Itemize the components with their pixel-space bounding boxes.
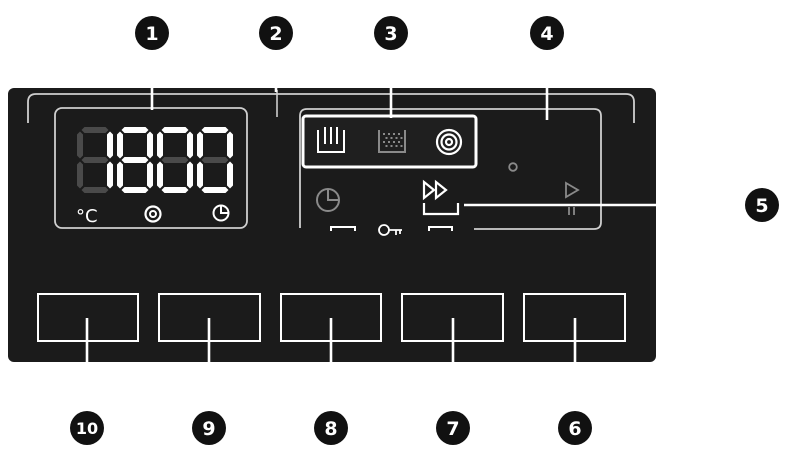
digit-segment — [161, 127, 189, 133]
digit-segment — [117, 131, 123, 159]
panel-top-outline — [27, 93, 635, 123]
child-lock-bracket-left — [330, 226, 356, 231]
digit-segment — [121, 157, 149, 163]
digit-segment — [117, 161, 123, 189]
digit-segment — [107, 161, 113, 189]
callout-label-9: 9 — [202, 418, 215, 440]
digit-segment — [157, 161, 163, 189]
callout-label-10: 10 — [76, 419, 98, 438]
callout-badge-6: 6 — [558, 411, 592, 445]
display-digit — [77, 127, 113, 193]
callout-label-2: 2 — [269, 23, 282, 45]
digit-segment — [147, 131, 153, 159]
digit-segment — [197, 131, 203, 159]
callout-badge-5: 5 — [745, 188, 779, 222]
spin-icon — [144, 205, 162, 223]
temperature-indicator: °C — [76, 206, 98, 227]
digit-segment — [187, 131, 193, 159]
digit-segment — [187, 161, 193, 189]
callout-label-7: 7 — [446, 418, 459, 440]
prewash-icon — [317, 127, 345, 153]
callout-label-4: 4 — [540, 23, 553, 45]
digit-segment — [197, 161, 203, 189]
digit-segment — [147, 161, 153, 189]
digit-segment — [121, 187, 149, 193]
digit-segment — [161, 187, 189, 193]
display-digit — [197, 127, 233, 193]
digit-segment — [81, 187, 109, 193]
callout-label-3: 3 — [384, 23, 397, 45]
callout-badge-2: 2 — [259, 16, 293, 50]
options-window-outline — [299, 108, 602, 230]
callout-badge-10: 10 — [70, 411, 104, 445]
callout-badge-7: 7 — [436, 411, 470, 445]
digit-segment — [201, 187, 229, 193]
digit-segment — [201, 127, 229, 133]
delay-timer-icon — [316, 188, 340, 212]
digit-segment — [157, 131, 163, 159]
digit-segment — [77, 131, 83, 159]
digit-segment — [201, 157, 229, 163]
start-pause-icon — [565, 181, 580, 215]
digit-segment — [227, 161, 233, 189]
digit-segment — [227, 131, 233, 159]
callout-badge-4: 4 — [530, 16, 564, 50]
display-digit — [157, 127, 193, 193]
seven-segment-display — [77, 127, 233, 193]
callout-label-1: 1 — [145, 23, 158, 45]
digit-segment — [77, 161, 83, 189]
key-lock-icon — [378, 224, 402, 236]
callout-badge-3: 3 — [374, 16, 408, 50]
status-dot — [508, 162, 518, 172]
spin-option-icon — [435, 128, 463, 156]
rinse-icon — [378, 130, 406, 153]
digit-segment — [81, 127, 109, 133]
digit-segment — [161, 157, 189, 163]
callout-badge-9: 9 — [192, 411, 226, 445]
callout-label-5: 5 — [755, 195, 768, 217]
child-lock-bracket-right — [428, 226, 453, 231]
digit-segment — [107, 131, 113, 159]
digit-segment — [81, 157, 109, 163]
digit-segment — [121, 127, 149, 133]
callout-label-6: 6 — [568, 418, 581, 440]
callout-badge-8: 8 — [314, 411, 348, 445]
time-icon — [212, 204, 230, 222]
callout-label-8: 8 — [324, 418, 337, 440]
quick-wash-icon — [422, 179, 460, 216]
callout-badge-1: 1 — [135, 16, 169, 50]
leader-lines — [85, 46, 744, 416]
display-digit — [117, 127, 153, 193]
